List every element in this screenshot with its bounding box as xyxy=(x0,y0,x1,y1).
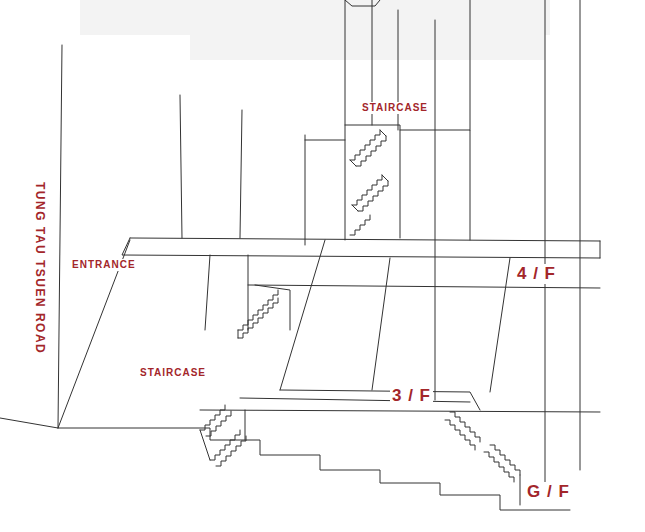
road-name: TUNG TAU TSUEN ROAD xyxy=(32,180,46,356)
floor-label: 3 / F xyxy=(390,386,433,406)
entrance-label: ENTRANCE xyxy=(70,259,138,271)
background-block xyxy=(80,0,550,35)
floor-label: G / F xyxy=(525,482,572,502)
staircase-label: STAIRCASE xyxy=(138,367,208,379)
staircase-label: STAIRCASE xyxy=(360,102,430,114)
sketch-lines xyxy=(0,0,600,510)
floor-label: 4 / F xyxy=(515,264,558,284)
background-block xyxy=(190,35,545,60)
